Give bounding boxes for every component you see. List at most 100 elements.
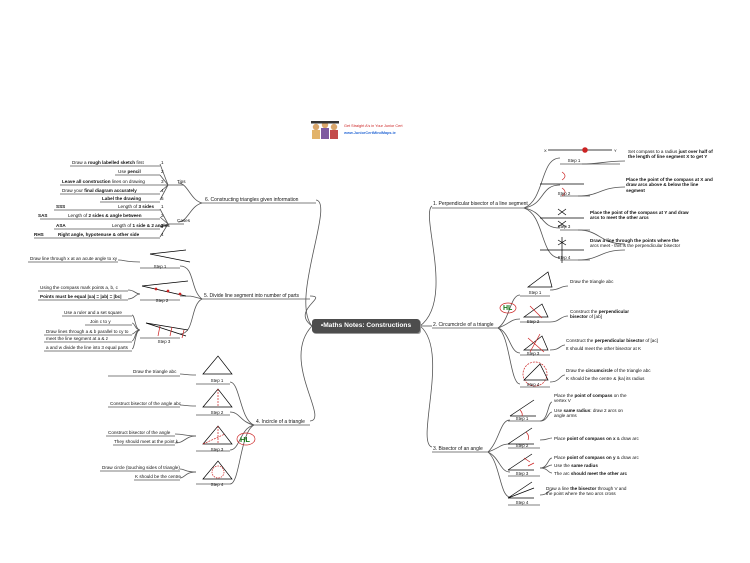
incircle-step2-figure [202,388,233,408]
angle-step3-text: Place point of compass on y & draw arc [554,455,639,460]
circum-step1-figure [526,271,553,288]
case-num-1: 1 [161,204,164,209]
case-item-3: Length of 1 side & 2 angles [112,223,170,228]
svg-text:HL: HL [503,305,513,312]
central-topic[interactable]: •Maths Notes: Constructions [312,319,420,333]
circum-step2-text: Construct the perpendicular bisector of … [570,309,629,320]
circum-step4-text: Draw the circumcircle of the triangle ab… [566,368,651,373]
incircle-step4-text: Draw circle (touching sides of triangle) [102,465,180,470]
connector-b3 [419,325,434,448]
divide-step3-text3: Draw lines through a & b parallel to cy … [46,329,129,334]
logo-figure [311,121,339,139]
logo-line1: Get Straight A's in Your Junior Cert [344,124,403,128]
perp-step2-text: Place the point of the compass at X and … [626,177,713,193]
connector-b1 [419,205,437,327]
svg-text:Y: Y [614,148,617,153]
incircle-step3-figure: HL [202,425,256,446]
branch-angle-bisector[interactable]: 3. Bisector of an angle [433,446,483,452]
case-item-4: Right angle, hypotenuse & other side [58,232,140,237]
tips-label: Tips [177,179,186,184]
tip-num-1: 1 [161,160,164,165]
angle-step1-label: Step 1 [515,416,529,421]
incircle-step1-label: Step 1 [210,378,224,383]
circum-step3-figure [522,333,549,353]
divide-step3-label: Step 3 [157,339,171,344]
tip-item-2: Use pencil [118,169,141,174]
divide-step3-text2: Join c to y [90,319,111,324]
circum-step4-note: K should be the centre & |ka| its radius [566,376,645,381]
incircle-step1-figure [202,355,233,375]
perp-step4-figure [540,237,584,263]
angle-step3-note1: Use the same radius [554,463,598,468]
angle-step1-figure [509,399,536,417]
angle-step2-label: Step 2 [515,443,529,448]
case-item-1: Length of 3 sides [118,204,155,209]
angle-step4-text: Draw a line the bisector through V and t… [546,486,627,497]
incircle-step3-note: They should meet at the point k [114,439,179,444]
perp-step3-label: Step 3 [557,224,571,229]
circum-step3-text: Construct the perpendicular bisector of … [566,338,658,343]
divide-step3-text4: meet the line segment at a & z [46,336,109,341]
case-code-2: SAS [38,213,48,218]
case-code-1: SSS [56,204,66,209]
branch-perpendicular-bisector[interactable]: 1. Perpendicular bisector of a line segm… [433,201,528,207]
divide-step2-note: Points must be equal |xa| = |ab| = |bc| [40,294,122,299]
case-num-3: 3 [161,223,164,228]
angle-step4-figure [507,481,535,499]
divide-step1-text: Draw line through x at an acute angle to… [30,256,118,261]
case-num-2: 2 [161,213,164,218]
case-code-3: ASA [56,223,66,228]
circum-step2-label: Step 2 [526,319,540,324]
connector-b4 [300,325,316,422]
incircle-step2-label: Step 2 [210,410,224,415]
logo-line2[interactable]: www.JuniorCertMindMaps.ie [344,131,396,135]
divide-step1-figure [149,249,191,263]
angle-step4-label: Step 4 [515,500,529,505]
perp-step3-text: Place the point of the compass at Y and … [590,210,689,221]
tip-item-1: Draw a rough labelled sketch first [72,160,144,165]
branch-circumcircle[interactable]: 2. Circumcircle of a triangle [433,322,494,328]
divide-step2-text: Using the compass mark points a, b, c [40,285,118,290]
incircle-step3-text: Construct bisector of the angle [108,430,171,435]
angle-step3-note2: The arc should meet the other arc [554,471,628,476]
circum-step2-figure: HL [499,302,549,319]
perp-step4-label: Step 4 [557,255,571,260]
angle-step2-figure [507,427,534,445]
perp-step1-label: Step 1 [567,158,581,163]
circum-step3-label: Step 3 [526,351,540,356]
circum-step1-text: Draw the triangle abc [570,279,614,284]
incircle-step1-text: Draw the triangle abc [133,369,177,374]
tip-num-2: 2 [161,169,164,174]
angle-step2-text: Place point of compass on x & draw arc [554,436,639,441]
perp-step2-label: Step 2 [557,191,571,196]
svg-text:HL: HL [240,435,250,444]
central-bullet-icon: • [320,322,324,329]
incircle-step2-text: Construct bisector of the angle abc [110,401,181,406]
case-item-2: Length of 2 sides & angle between [68,213,142,218]
circum-step1-label: Step 1 [528,290,542,295]
tip-item-3: Leave all construction lines on drawing [62,179,145,184]
tip-num-4: 4 [161,188,164,193]
circum-step4-label: Step 4 [526,382,540,387]
perp-step4-text: Draw a line through the points where the… [590,238,681,249]
angle-step1-text: Place the point of compass on the vertex… [554,393,627,404]
angle-step3-label: Step 3 [515,471,529,476]
branch-divide-line[interactable]: 5. Divide line segment into number of pa… [204,293,300,299]
circum-step4-figure [522,361,549,387]
central-topic-label: Maths Notes: Constructions [323,322,412,329]
incircle-step4-figure [202,460,233,480]
perp-step3-figure [540,208,584,228]
incircle-step4-note: K should be the centre [135,474,181,479]
branch-constructing-triangles[interactable]: 6. Constructing triangles given informat… [205,197,299,203]
angle-step3-figure [507,453,535,471]
incircle-step3-label: Step 3 [210,447,224,452]
connector-b6 [305,199,322,327]
branch-incircle[interactable]: 4. Incircle of a triangle [256,419,305,425]
incircle-step4-label: Step 4 [210,482,224,487]
perp-step1-text: Set compass to a radius just over half o… [628,149,713,160]
case-num-4: 4 [161,232,164,237]
tip-item-5: Label the drawing [102,196,142,201]
perp-step1-figure: X Y [544,147,617,153]
divide-step1-label: Step 1 [153,264,167,269]
